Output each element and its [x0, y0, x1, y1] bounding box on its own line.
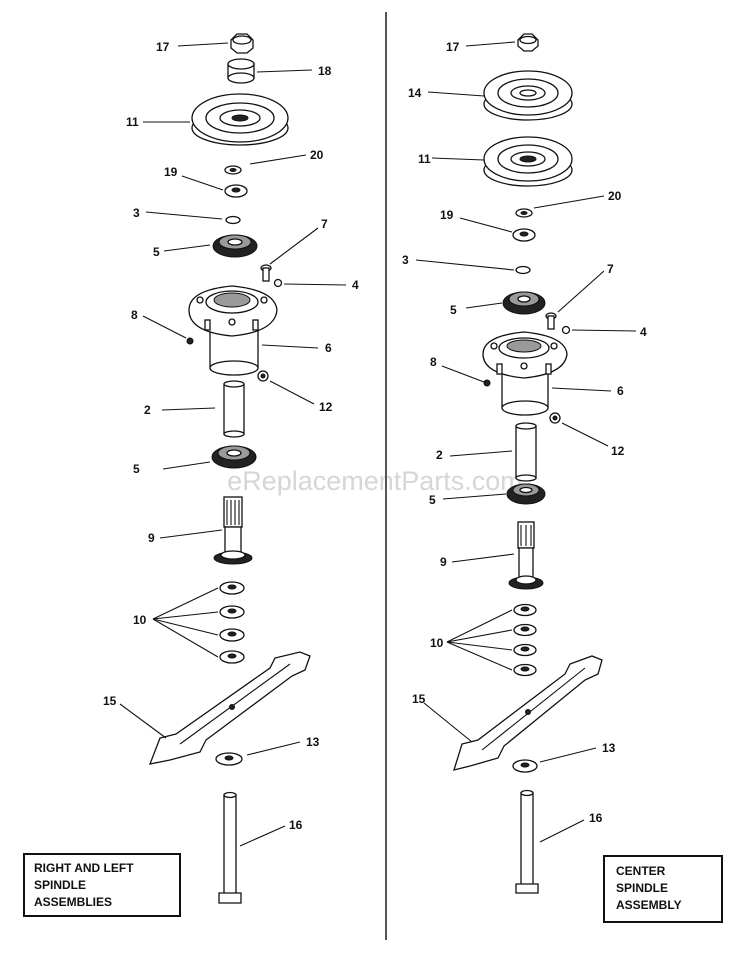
callout-6: 6 — [325, 341, 332, 355]
right-caption-line-2: SPINDLE — [616, 881, 668, 895]
callout-10: 10 — [133, 613, 147, 627]
callout-16: 16 — [289, 818, 303, 832]
part-shims-10 — [219, 581, 245, 664]
callout-9-r: 9 — [440, 555, 447, 569]
left-caption-line-3: ASSEMBLIES — [34, 895, 112, 909]
part-grease-fitting-8 — [186, 337, 194, 345]
part-bolt-7-r — [545, 312, 557, 330]
part-washer-20 — [224, 165, 242, 175]
part-spacer-18 — [227, 58, 255, 84]
part-blade-15 — [148, 651, 311, 765]
left-caption-line-2: SPINDLE — [34, 878, 86, 892]
part-bearing-5-upper — [212, 234, 258, 258]
callout-15: 15 — [103, 694, 117, 708]
part-pulley-11-r — [483, 136, 573, 187]
callout-9: 9 — [148, 531, 155, 545]
right-caption-line-1: CENTER — [616, 864, 666, 878]
part-grease-fitting-8-r — [483, 379, 491, 387]
callout-6-r: 6 — [617, 384, 624, 398]
callout-2: 2 — [144, 403, 151, 417]
part-spindle-shaft-9 — [213, 496, 253, 565]
part-bearing-5-lower-r — [506, 483, 546, 505]
callout-14-r: 14 — [408, 86, 422, 100]
part-spacer-tube-2 — [223, 380, 245, 438]
callout-7-r: 7 — [607, 262, 614, 276]
right-caption-box: CENTER SPINDLE ASSEMBLY — [603, 855, 723, 923]
callout-5b-r: 5 — [429, 493, 436, 507]
part-bolt-7 — [260, 264, 272, 282]
part-housing-6-r — [482, 331, 568, 416]
part-nut-12-r — [549, 412, 561, 424]
callout-18: 18 — [318, 64, 332, 78]
part-spindle-shaft-9-r — [508, 521, 544, 590]
callout-7: 7 — [321, 217, 328, 231]
left-caption-line-1: RIGHT AND LEFT — [34, 861, 134, 875]
center-spindle-assembly: 17 14 11 20 19 3 7 5 4 8 6 2 12 5 9 10 1… — [402, 33, 723, 923]
callout-12-r: 12 — [611, 444, 625, 458]
part-washer-13 — [215, 752, 243, 766]
callout-13: 13 — [306, 735, 320, 749]
part-nut-17-r — [517, 33, 539, 52]
part-bolt-16-r — [515, 789, 539, 894]
callout-8: 8 — [131, 308, 138, 322]
callout-3-r: 3 — [402, 253, 409, 267]
part-spacer-tube-2-r — [515, 422, 537, 482]
left-spindle-assembly: 17 18 11 20 19 3 5 7 4 8 6 2 12 5 9 10 1… — [23, 33, 359, 917]
callout-11-r: 11 — [418, 152, 431, 166]
callout-11: 11 — [126, 115, 139, 129]
part-nut-4 — [273, 278, 283, 288]
callout-10-r: 10 — [430, 636, 444, 650]
callout-4-r: 4 — [640, 325, 647, 339]
callout-20: 20 — [310, 148, 324, 162]
callout-5-r: 5 — [450, 303, 457, 317]
part-nut-12 — [257, 370, 269, 382]
right-caption-line-3: ASSEMBLY — [616, 898, 682, 912]
callout-17: 17 — [156, 40, 170, 54]
callout-4: 4 — [352, 278, 359, 292]
callout-17-r: 17 — [446, 40, 460, 54]
left-caption-box: RIGHT AND LEFT SPINDLE ASSEMBLIES — [23, 853, 181, 917]
callout-2-r: 2 — [436, 448, 443, 462]
callout-16-r: 16 — [589, 811, 603, 825]
callout-13-r: 13 — [602, 741, 616, 755]
callout-5: 5 — [153, 245, 160, 259]
part-nut-4-r — [561, 325, 571, 335]
part-snap-ring-3 — [225, 215, 241, 225]
part-spacer-19 — [224, 184, 248, 198]
callout-5b: 5 — [133, 462, 140, 476]
part-spacer-19-r — [512, 228, 536, 242]
part-nut-17 — [230, 33, 254, 54]
part-housing-6 — [188, 285, 278, 376]
part-shims-10-r — [513, 603, 537, 677]
part-snap-ring-3-r — [515, 265, 531, 275]
callout-20-r: 20 — [608, 189, 622, 203]
part-bearing-5-upper-r — [502, 291, 546, 315]
part-pulley-11 — [191, 93, 289, 146]
callout-12: 12 — [319, 400, 333, 414]
part-washer-13-r — [512, 759, 538, 773]
callout-8-r: 8 — [430, 355, 437, 369]
callout-19-r: 19 — [440, 208, 454, 222]
watermark-text: eReplacementParts.com — [227, 466, 523, 496]
callout-15-r: 15 — [412, 692, 426, 706]
part-blade-15-r — [453, 655, 603, 771]
part-pulley-14 — [483, 70, 573, 121]
part-washer-20-r — [515, 208, 533, 218]
part-bolt-16 — [218, 791, 242, 904]
part-bearing-5-lower — [211, 445, 257, 469]
callout-19: 19 — [164, 165, 178, 179]
callout-3: 3 — [133, 206, 140, 220]
